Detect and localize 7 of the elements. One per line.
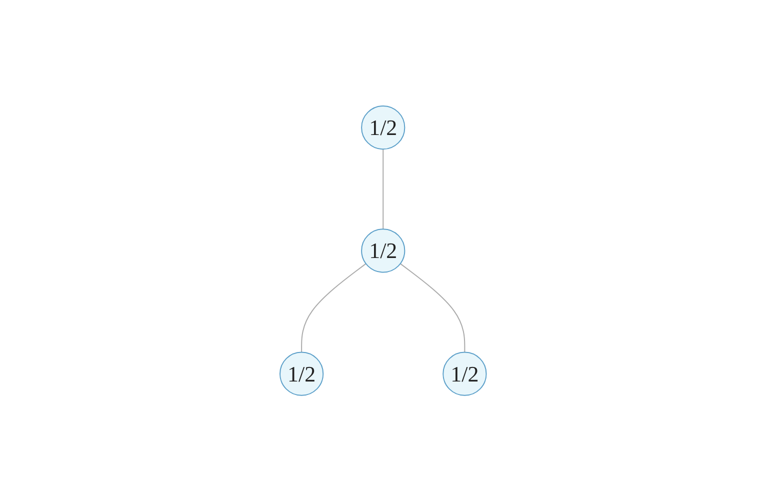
- connector: [400, 263, 466, 353]
- node-circle: 1/2: [361, 228, 406, 273]
- connector: [383, 148, 384, 230]
- connector: [301, 263, 367, 353]
- node-circle: 1/2: [361, 105, 406, 150]
- node-circle: 1/2: [443, 352, 488, 396]
- node-circle: 1/2: [280, 352, 324, 396]
